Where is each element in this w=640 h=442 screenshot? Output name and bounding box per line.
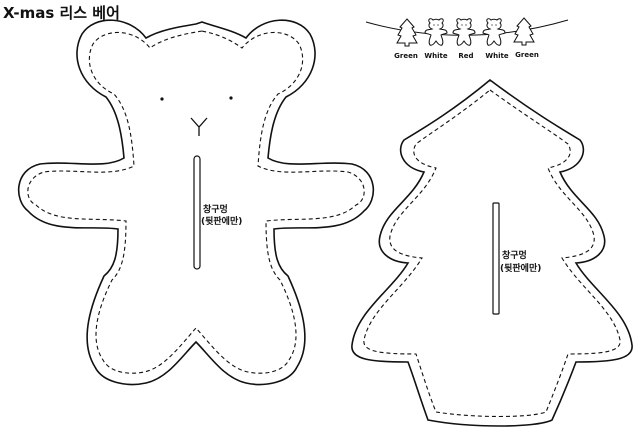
tree-slit-label-line1: 창구멍 [502, 249, 527, 261]
garland-bear-white-2 [482, 18, 506, 46]
tree-cut-line [351, 78, 633, 427]
bear-pattern: 창구멍 (뒷판에만) [17, 19, 375, 386]
bear-eye-right [229, 96, 233, 100]
garland-label-1: Green [394, 52, 418, 60]
tree-pattern: 창구멍 (뒷판에만) [351, 78, 633, 427]
garland: Green White Red White Green [365, 17, 569, 60]
tree-stitch-line [363, 89, 621, 418]
bear-mouth [190, 117, 208, 136]
bear-eye-left [160, 97, 164, 101]
tree-slit-label-line2: (뒷판에만) [500, 262, 541, 274]
garland-tree-green [396, 18, 418, 47]
bear-slit-label-line2: (뒷판에만) [201, 215, 242, 227]
page-title: X-mas 리스 베어 [3, 4, 120, 22]
bear-opening-slit [193, 155, 201, 270]
tree-opening-slit [492, 202, 500, 315]
bear-stitch-line [27, 30, 365, 374]
garland-label-3: Red [458, 52, 473, 60]
garland-label-2: White [424, 52, 447, 60]
bear-slit-label-line1: 창구멍 [203, 203, 228, 215]
garland-tree-green-2 [513, 17, 535, 46]
garland-label-4: White [485, 52, 508, 60]
garland-label-5: Green [515, 51, 539, 59]
garland-bear-white [424, 18, 448, 46]
garland-bear-red [452, 18, 476, 46]
